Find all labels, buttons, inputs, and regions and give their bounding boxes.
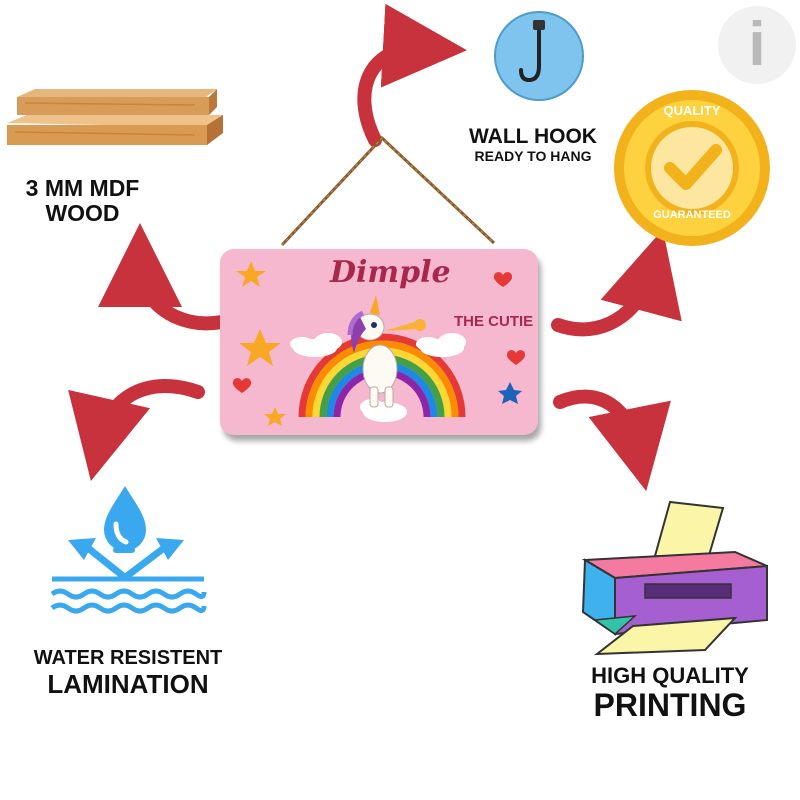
- sign-artwork: [232, 261, 526, 426]
- sign-name: Dimple: [330, 255, 451, 290]
- printing-label: HIGH QUALITY PRINTING: [570, 664, 770, 722]
- lamination-label-line1: WATER RESISTENT: [33, 647, 223, 669]
- quality-badge-bottom-text: GUARANTEED: [653, 209, 731, 221]
- wood-label-line2: WOOD: [45, 199, 120, 226]
- arrow-to-quality: [551, 229, 682, 337]
- printing-label-line1: HIGH QUALITY: [591, 663, 749, 688]
- lamination-label-line2: LAMINATION: [47, 668, 209, 699]
- printer-icon: [581, 500, 768, 656]
- hook-label: WALL HOOK READY TO HANG: [448, 125, 618, 164]
- name-sign: Dimple THE CUTIE: [220, 249, 538, 435]
- hook-label-line2: READY TO HANG: [474, 147, 592, 164]
- sign-subtitle: THE CUTIE: [454, 313, 534, 330]
- arrow-to-wood: [98, 223, 229, 331]
- brand-logo-letter: i: [748, 10, 766, 79]
- hook-label-line1: WALL HOOK: [469, 125, 597, 148]
- quality-badge-icon: [614, 90, 770, 246]
- lamination-label: WATER RESISTENT LAMINATION: [18, 647, 238, 699]
- brand-logo: i: [718, 6, 796, 84]
- printing-label-line2: PRINTING: [593, 686, 747, 723]
- water-resistant-icon: [50, 486, 207, 614]
- arrow-to-printing: [553, 389, 671, 492]
- wood-planks-icon: [7, 89, 223, 145]
- arrow-to-hook: [357, 3, 467, 147]
- wall-hook-icon: [494, 11, 584, 101]
- quality-badge-top-text: QUALITY: [663, 103, 721, 118]
- wood-label-line1: 3 MM MDF: [25, 175, 140, 201]
- arrow-to-lamination: [68, 379, 205, 481]
- wood-label: 3 MM MDF WOOD: [0, 176, 165, 226]
